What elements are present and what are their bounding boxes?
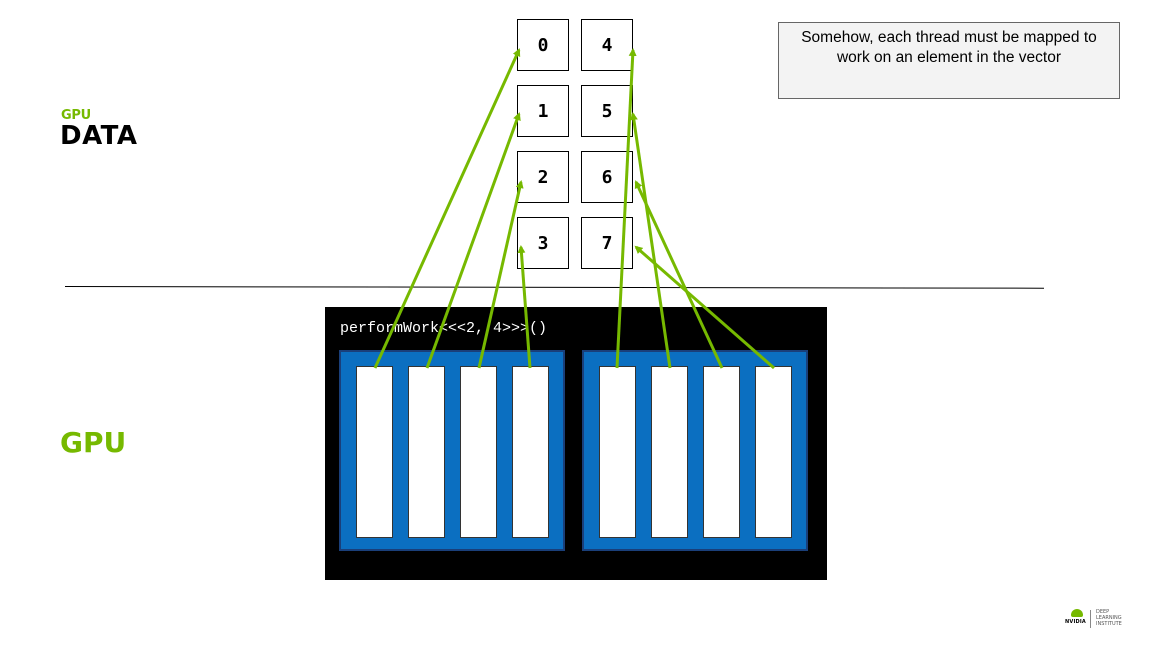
logo-brand-text: NVIDIA — [1065, 619, 1086, 625]
thread-1-2 — [703, 366, 740, 538]
region-divider — [64, 286, 1044, 289]
data-region-gpu-prefix: GPU — [61, 108, 91, 123]
thread-0-2 — [460, 366, 497, 538]
vector-element-0: 0 — [517, 19, 569, 71]
logo-line-2: LEARNING — [1096, 615, 1122, 621]
thread-1-3 — [755, 366, 792, 538]
kernel-launch-label: performWork<<<2, 4>>>() — [340, 320, 548, 337]
vector-element-6: 6 — [581, 151, 633, 203]
logo-separator — [1090, 610, 1091, 628]
vector-element-2: 2 — [517, 151, 569, 203]
vector-element-4: 4 — [581, 19, 633, 71]
thread-1-1 — [651, 366, 688, 538]
nvidia-eye-icon — [1071, 609, 1083, 617]
note-box: Somehow, each thread must be mapped to w… — [778, 22, 1120, 99]
logo-line-3: INSTITUTE — [1096, 621, 1122, 627]
vector-element-3: 3 — [517, 217, 569, 269]
thread-0-0 — [356, 366, 393, 538]
thread-0-3 — [512, 366, 549, 538]
vector-element-1: 1 — [517, 85, 569, 137]
thread-1-0 — [599, 366, 636, 538]
logo-institute-text: DEEP LEARNING INSTITUTE — [1096, 609, 1122, 627]
gpu-region-title: GPU — [60, 426, 127, 459]
thread-0-1 — [408, 366, 445, 538]
vector-element-7: 7 — [581, 217, 633, 269]
data-region-title: DATA — [60, 121, 138, 151]
vector-element-5: 5 — [581, 85, 633, 137]
logo-line-1: DEEP — [1096, 609, 1110, 615]
nvidia-dli-logo: NVIDIA DEEP LEARNING INSTITUTE — [1065, 609, 1131, 631]
